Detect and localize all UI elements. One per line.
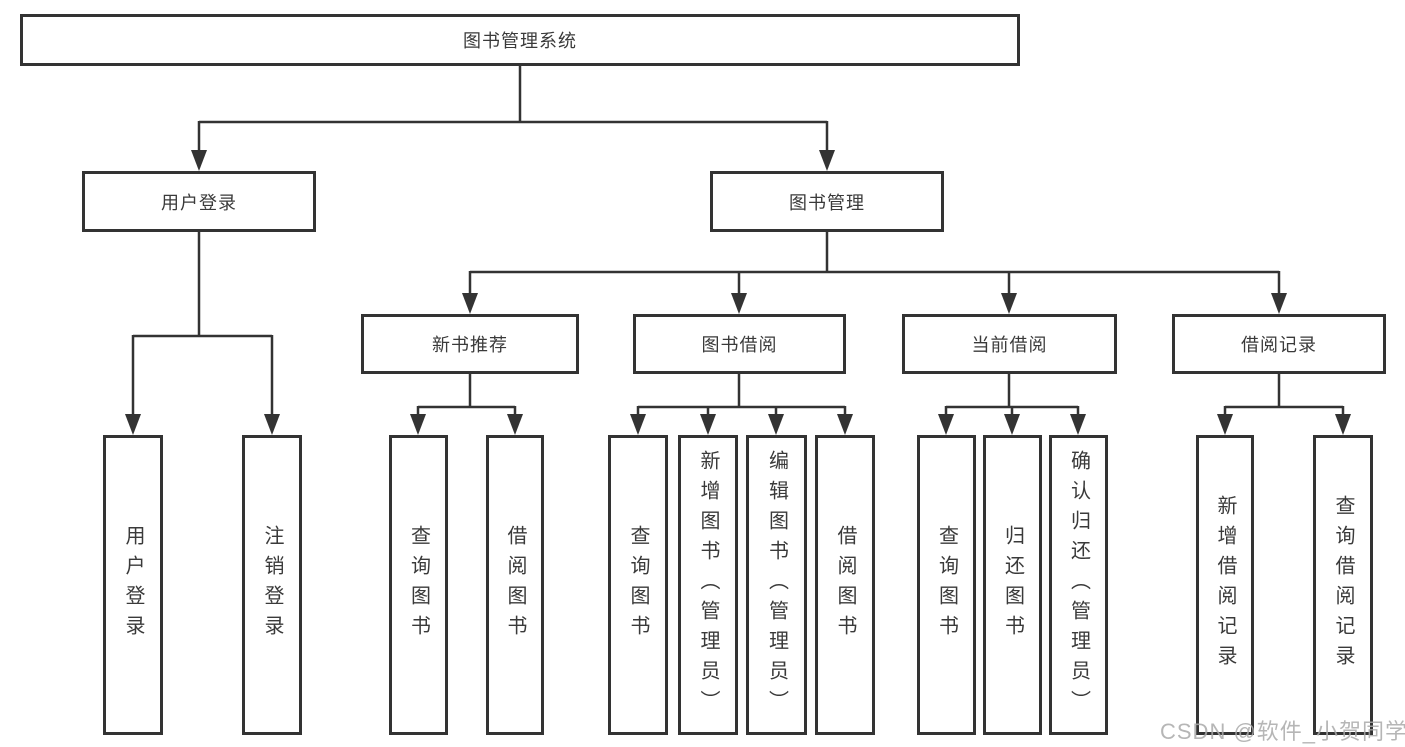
leaf-logout-label: 注销登录 — [261, 525, 283, 645]
leaf-edit-book-admin: 编辑图书（管理员） — [746, 435, 807, 735]
node-book-borrow-label: 图书借阅 — [701, 335, 778, 355]
leaf-query-books-recommend: 查询图书 — [389, 435, 448, 735]
leaf-add-borrow-record-label: 新增借阅记录 — [1214, 495, 1236, 675]
leaf-add-book-admin: 新增图书（管理员） — [678, 435, 738, 735]
leaf-edit-book-admin-label: 编辑图书（管理员） — [765, 450, 788, 720]
node-user-login-branch: 用户登录 — [82, 171, 316, 232]
leaf-query-books-borrow: 查询图书 — [608, 435, 668, 735]
node-book-borrow: 图书借阅 — [633, 314, 846, 374]
node-new-book-recommend-label: 新书推荐 — [432, 335, 508, 355]
node-user-login-branch-label: 用户登录 — [161, 192, 237, 213]
leaf-confirm-return-admin-label: 确认归还（管理员） — [1067, 450, 1090, 720]
watermark: CSDN @软件_小贺同学 — [1160, 719, 1405, 744]
leaf-add-borrow-record: 新增借阅记录 — [1196, 435, 1254, 735]
leaf-borrow-books-recommend: 借阅图书 — [486, 435, 544, 735]
leaf-user-login: 用户登录 — [103, 435, 163, 735]
node-borrow-records: 借阅记录 — [1172, 314, 1386, 374]
leaf-confirm-return-admin: 确认归还（管理员） — [1049, 435, 1108, 735]
leaf-return-book: 归还图书 — [983, 435, 1042, 735]
node-borrow-records-label: 借阅记录 — [1241, 335, 1317, 355]
node-system-root: 图书管理系统 — [20, 14, 1020, 66]
leaf-query-books-current-label: 查询图书 — [935, 525, 958, 645]
leaf-borrow-books-borrow: 借阅图书 — [815, 435, 875, 735]
leaf-return-book-label: 归还图书 — [1001, 525, 1024, 645]
node-current-borrow: 当前借阅 — [902, 314, 1117, 374]
node-book-management-label: 图书管理 — [789, 192, 865, 213]
leaf-query-books-current: 查询图书 — [917, 435, 976, 735]
leaf-query-books-recommend-label: 查询图书 — [407, 525, 430, 645]
leaf-query-borrow-record: 查询借阅记录 — [1313, 435, 1373, 735]
leaf-user-login-label: 用户登录 — [122, 525, 144, 645]
node-book-management: 图书管理 — [710, 171, 944, 232]
leaf-query-books-borrow-label: 查询图书 — [627, 525, 649, 645]
leaf-logout: 注销登录 — [242, 435, 302, 735]
leaf-query-borrow-record-label: 查询借阅记录 — [1332, 495, 1354, 675]
node-system-root-label: 图书管理系统 — [463, 31, 577, 51]
leaf-add-book-admin-label: 新增图书（管理员） — [697, 450, 719, 720]
node-new-book-recommend: 新书推荐 — [361, 314, 579, 374]
leaf-borrow-books-borrow-label: 借阅图书 — [834, 525, 856, 645]
leaf-borrow-books-recommend-label: 借阅图书 — [504, 525, 526, 645]
node-current-borrow-label: 当前借阅 — [971, 335, 1048, 355]
